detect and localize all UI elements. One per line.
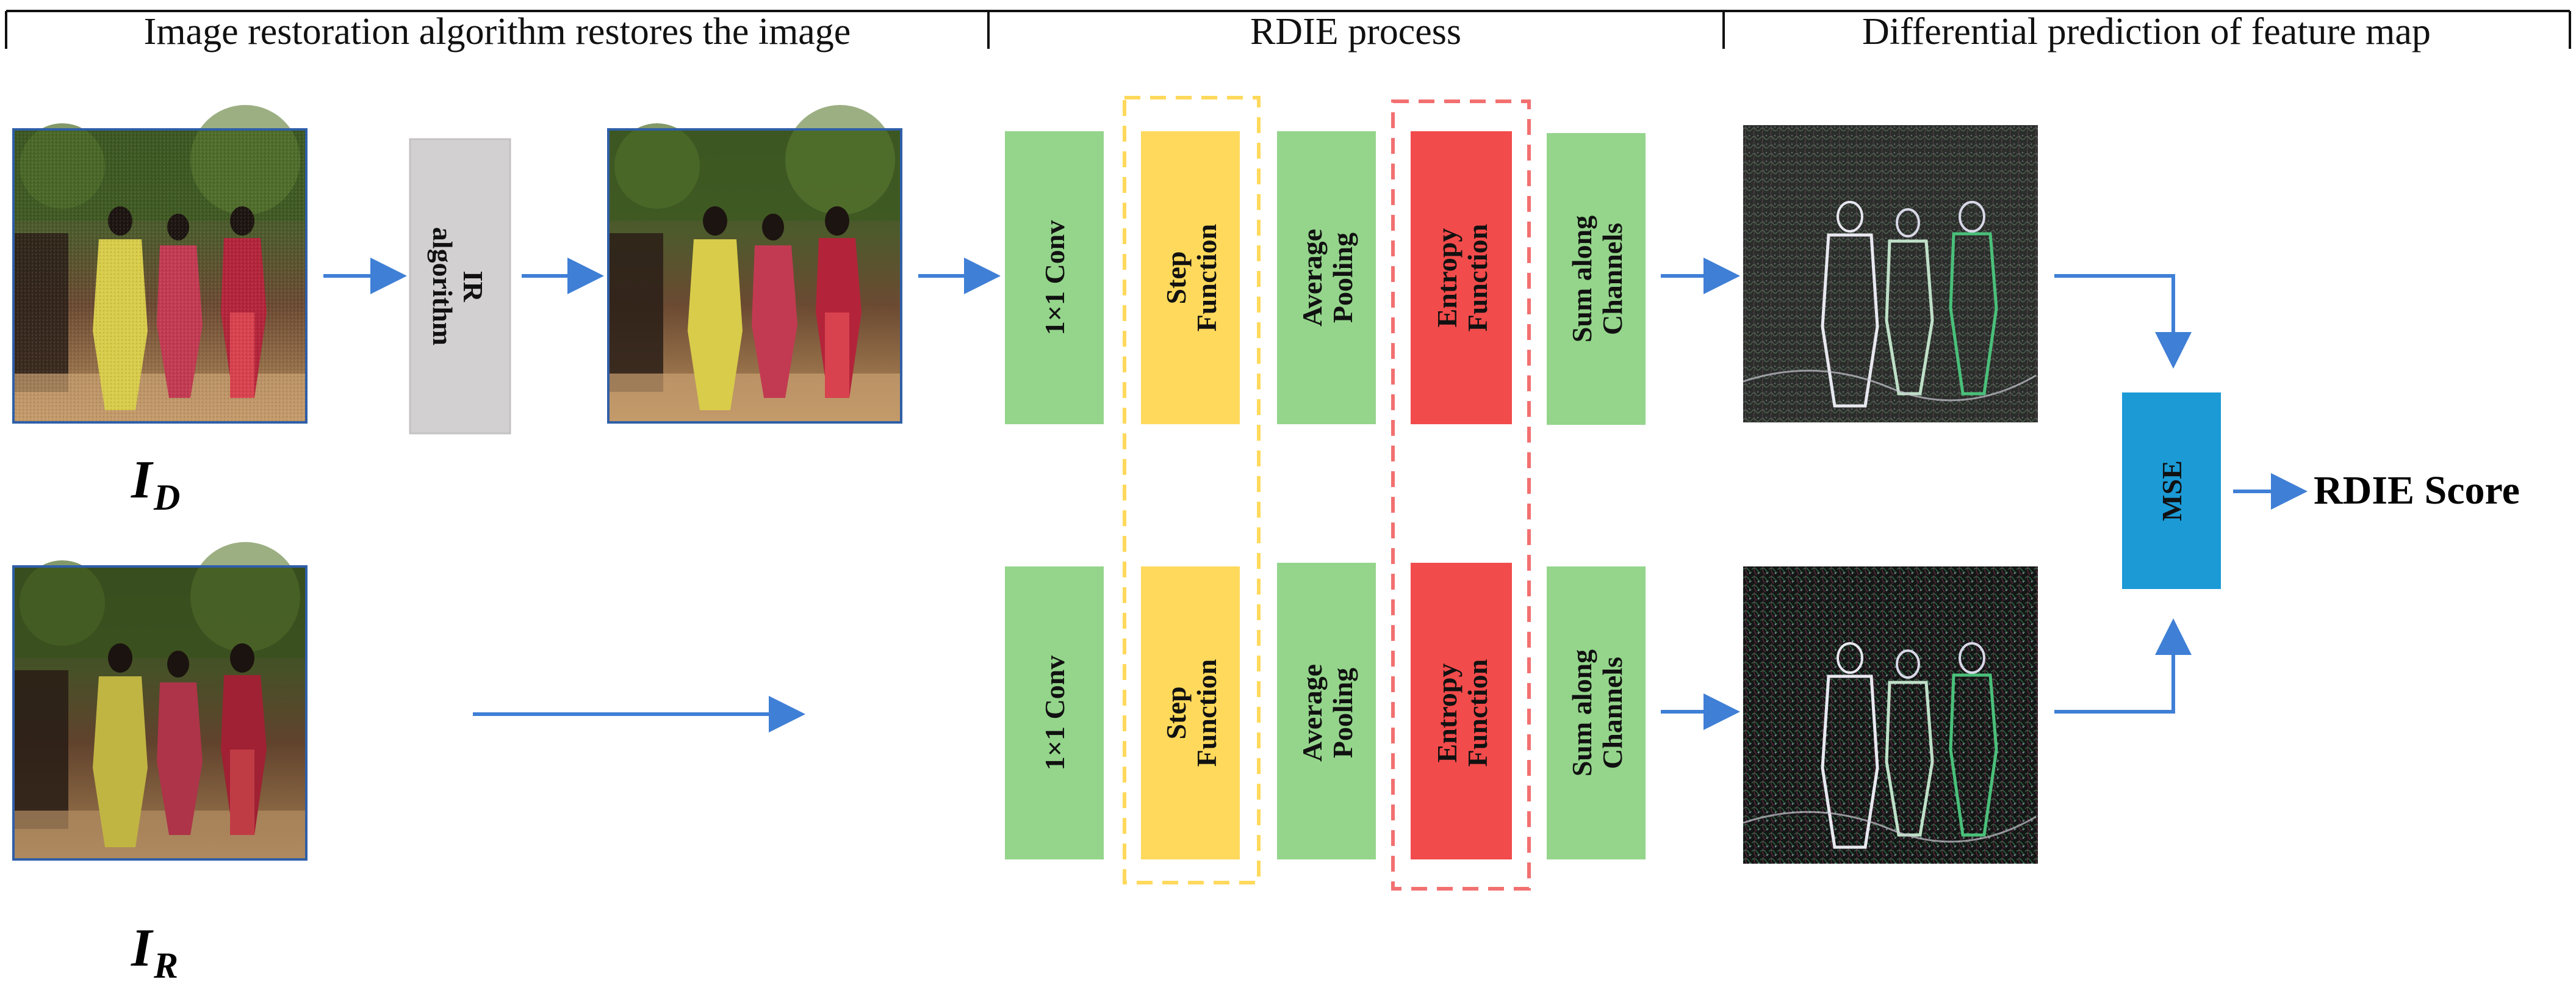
row1-entropy-block: Entropy Function bbox=[1411, 131, 1512, 424]
header-bar: Image restoration algorithm restores the… bbox=[5, 10, 2571, 52]
svg-text:Function: Function bbox=[1191, 224, 1222, 331]
image-degraded bbox=[12, 105, 308, 424]
ir-label-line1: IR bbox=[458, 270, 489, 302]
feature-map-row1 bbox=[1743, 125, 2038, 422]
row2-step-block: Step Function bbox=[1141, 566, 1240, 859]
svg-text:I: I bbox=[131, 450, 154, 510]
feature-map-row2 bbox=[1743, 566, 2038, 864]
svg-text:Entropy: Entropy bbox=[1431, 228, 1462, 328]
section-title-differential: Differential prediction of feature map bbox=[1862, 11, 2431, 52]
svg-text:Function: Function bbox=[1462, 224, 1493, 331]
row1-step-block: Step Function bbox=[1141, 131, 1240, 424]
ir-label-line2: algorithm bbox=[427, 227, 458, 345]
svg-text:Channels: Channels bbox=[1597, 657, 1628, 769]
row1-avgpool-block: Average Pooling bbox=[1277, 131, 1376, 424]
svg-text:Step: Step bbox=[1160, 251, 1192, 305]
label-i-d: I D bbox=[131, 450, 180, 518]
svg-text:Sum along: Sum along bbox=[1566, 215, 1597, 342]
rdie-score-label: RDIE Score bbox=[2314, 468, 2520, 513]
svg-text:Average: Average bbox=[1297, 664, 1328, 762]
row2-entropy-block: Entropy Function bbox=[1411, 563, 1512, 859]
svg-text:1×1 Conv: 1×1 Conv bbox=[1039, 220, 1070, 336]
svg-text:Function: Function bbox=[1191, 659, 1222, 767]
svg-text:Step: Step bbox=[1160, 687, 1192, 740]
svg-text:Pooling: Pooling bbox=[1327, 668, 1358, 758]
image-reference bbox=[12, 542, 308, 861]
ir-algorithm-block: IR algorithm bbox=[409, 138, 511, 435]
section-title-rdie: RDIE process bbox=[1250, 11, 1461, 52]
arrow-featmap1-to-mse bbox=[2054, 274, 2192, 369]
svg-text:Function: Function bbox=[1462, 659, 1493, 767]
svg-text:1×1 Conv: 1×1 Conv bbox=[1039, 656, 1070, 771]
svg-text:Pooling: Pooling bbox=[1327, 233, 1358, 323]
section-title-restoration: Image restoration algorithm restores the… bbox=[144, 11, 851, 52]
row2-conv-block: 1×1 Conv bbox=[1005, 566, 1104, 859]
svg-text:Average: Average bbox=[1297, 229, 1328, 327]
arrow-featmap2-to-mse bbox=[2054, 618, 2192, 714]
svg-text:R: R bbox=[153, 945, 178, 986]
svg-text:I: I bbox=[131, 919, 154, 978]
row2-avgpool-block: Average Pooling bbox=[1277, 563, 1376, 859]
svg-text:Channels: Channels bbox=[1597, 223, 1628, 335]
svg-text:MSE: MSE bbox=[2156, 460, 2187, 521]
row2-sum-block: Sum along Channels bbox=[1547, 566, 1646, 859]
svg-text:Entropy: Entropy bbox=[1431, 663, 1462, 763]
image-restored-row1 bbox=[607, 105, 902, 424]
row1-conv-block: 1×1 Conv bbox=[1005, 131, 1104, 424]
mse-block: MSE bbox=[2122, 392, 2221, 589]
label-i-r: I R bbox=[131, 919, 178, 986]
svg-text:D: D bbox=[153, 477, 180, 518]
step-function-group bbox=[1123, 96, 1261, 884]
row1-sum-block: Sum along Channels bbox=[1547, 133, 1646, 425]
svg-text:Sum along: Sum along bbox=[1566, 649, 1597, 776]
